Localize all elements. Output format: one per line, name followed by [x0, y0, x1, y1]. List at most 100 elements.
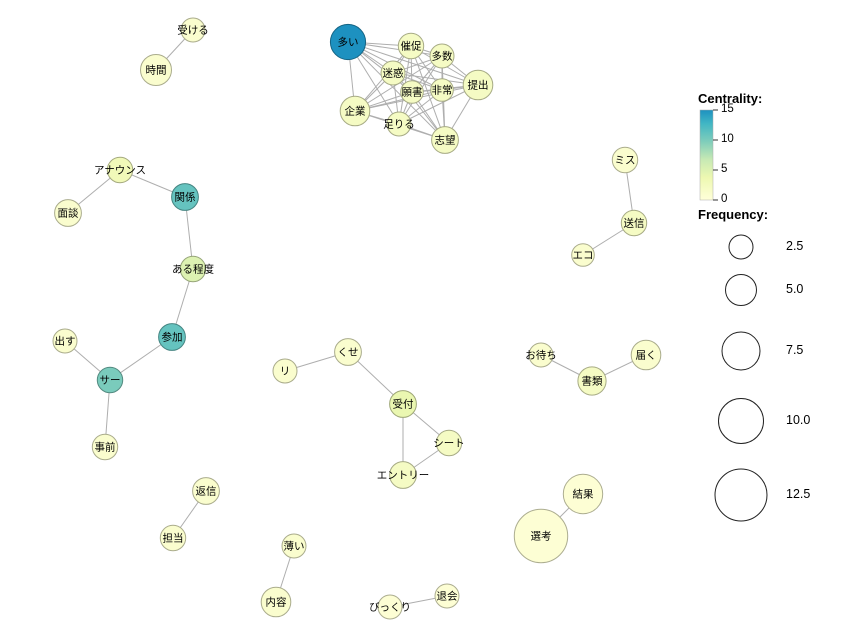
graph-node[interactable]: 迷惑 [380, 60, 406, 86]
graph-node[interactable]: 参加 [158, 323, 186, 351]
node-circle[interactable] [171, 183, 199, 211]
graph-node[interactable]: 面談 [54, 199, 82, 227]
graph-node[interactable]: エコ [571, 243, 595, 267]
node-circle[interactable] [192, 477, 220, 505]
node-circle[interactable] [329, 23, 367, 61]
node-label: 受付 [393, 398, 414, 411]
graph-node[interactable]: 志望 [431, 126, 459, 154]
graph-node[interactable]: リ [272, 358, 298, 384]
node-label: 担当 [163, 532, 184, 545]
graph-node[interactable]: 退会 [434, 583, 460, 609]
frequency-legend-circle [718, 398, 764, 444]
frequency-legend-title: Frequency: [698, 207, 769, 222]
node-circle[interactable] [106, 156, 134, 184]
node-circle[interactable] [180, 17, 206, 43]
node-circle[interactable] [281, 533, 307, 559]
graph-node[interactable]: 書類 [577, 366, 607, 396]
node-circle[interactable] [386, 111, 412, 137]
node-label: 時間 [146, 65, 167, 77]
node-circle[interactable] [389, 390, 417, 418]
graph-node[interactable]: 企業 [339, 95, 371, 127]
node-circle[interactable] [577, 366, 607, 396]
node-circle[interactable] [91, 433, 119, 461]
node-label: 催促 [401, 40, 422, 53]
node-circle[interactable] [140, 54, 172, 86]
frequency-legend-circle [728, 234, 754, 260]
frequency-label-5-0: 5.0 [786, 282, 804, 296]
frequency-label-12-5: 12.5 [786, 487, 811, 501]
node-circle[interactable] [571, 243, 595, 267]
graph-node[interactable]: 結果 [562, 473, 604, 515]
node-circle[interactable] [513, 508, 569, 564]
node-circle[interactable] [611, 146, 639, 174]
node-circle[interactable] [620, 209, 648, 237]
graph-node[interactable]: びっくり [369, 594, 411, 620]
graph-node[interactable]: 受付 [389, 390, 417, 418]
graph-node[interactable]: 非常 [430, 78, 454, 102]
node-circle[interactable] [562, 473, 604, 515]
node-circle[interactable] [159, 524, 187, 552]
graph-node[interactable]: 願書 [400, 80, 424, 104]
graph-node[interactable]: 催促 [397, 32, 425, 60]
graph-node[interactable]: 出す [52, 328, 78, 354]
graph-node[interactable]: お待ち [525, 342, 557, 368]
node-label: 提出 [468, 79, 489, 92]
graph-node[interactable]: 受ける [177, 17, 209, 43]
node-label: 結果 [573, 488, 594, 501]
node-circle[interactable] [431, 126, 459, 154]
node-circle[interactable] [528, 342, 554, 368]
graph-node[interactable]: アナウンス [94, 156, 146, 184]
graph-node[interactable]: 届く [630, 339, 662, 371]
graph-node[interactable]: 薄い [281, 533, 307, 559]
node-circle[interactable] [260, 586, 292, 618]
node-circle[interactable] [630, 339, 662, 371]
graph-node[interactable]: エントリー [377, 461, 430, 489]
graph-node[interactable]: 時間 [140, 54, 172, 86]
node-circle[interactable] [400, 80, 424, 104]
node-label: 参加 [162, 331, 183, 344]
node-circle[interactable] [54, 199, 82, 227]
node-circle[interactable] [434, 583, 460, 609]
node-label: 非常 [432, 84, 453, 97]
node-circle[interactable] [430, 78, 454, 102]
node-circle[interactable] [96, 366, 124, 394]
graph-node[interactable]: 担当 [159, 524, 187, 552]
graph-node[interactable]: シート [433, 429, 465, 457]
frequency-legend-circle [725, 274, 757, 306]
node-circle[interactable] [52, 328, 78, 354]
graph-node[interactable]: 事前 [91, 433, 119, 461]
graph-node[interactable]: 内容 [260, 586, 292, 618]
node-circle[interactable] [158, 323, 186, 351]
centrality-colorbar [699, 109, 714, 201]
graph-node[interactable]: 選考 [513, 508, 569, 564]
node-circle[interactable] [179, 255, 207, 283]
node-circle[interactable] [435, 429, 463, 457]
node-circle[interactable] [389, 461, 417, 489]
node-circle[interactable] [334, 338, 362, 366]
node-circle[interactable] [429, 43, 455, 69]
graph-node[interactable]: ミス [611, 146, 639, 174]
graph-node[interactable]: 多数 [429, 43, 455, 69]
node-circle[interactable] [377, 594, 403, 620]
graph-edge [347, 41, 446, 141]
node-label: びっくり [369, 602, 411, 614]
graph-node[interactable]: 返信 [192, 477, 220, 505]
node-circle[interactable] [339, 95, 371, 127]
graph-node[interactable]: サー [96, 366, 124, 394]
node-label: 内容 [266, 596, 287, 609]
graph-node[interactable]: 送信 [620, 209, 648, 237]
node-label: 志望 [435, 134, 456, 147]
node-label: 薄い [284, 540, 305, 553]
graph-node[interactable]: 提出 [462, 69, 494, 101]
node-circle[interactable] [462, 69, 494, 101]
node-circle[interactable] [272, 358, 298, 384]
graph-node[interactable]: 多い [329, 23, 367, 61]
graph-node[interactable]: くせ [334, 338, 362, 366]
graph-node[interactable]: ある程度 [172, 255, 214, 283]
graph-node[interactable]: 足りる [383, 111, 415, 137]
node-label: 多い [338, 36, 359, 49]
node-circle[interactable] [397, 32, 425, 60]
graph-node[interactable]: 関係 [171, 183, 199, 211]
node-circle[interactable] [380, 60, 406, 86]
